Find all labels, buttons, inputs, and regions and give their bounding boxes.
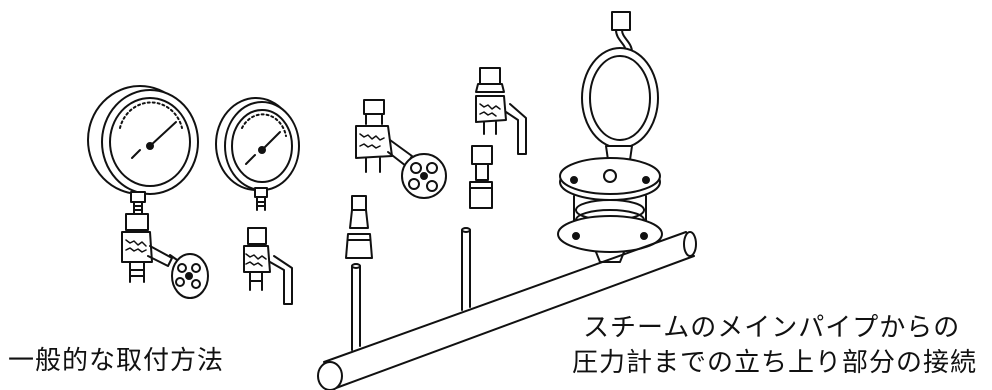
pressure-gauge-icon — [87, 85, 199, 215]
main-pipe-icon — [317, 227, 697, 390]
caption-steam-line-2: 圧力計までの立ち上り部分の接続 — [572, 348, 978, 378]
caption-general-method: 一般的な取付方法 — [8, 346, 225, 376]
gauge-cock-icon — [243, 227, 293, 305]
pressure-gauge-icon — [215, 97, 300, 211]
gauge-cock-icon — [475, 67, 527, 155]
caption-steam-line-1: スチームのメインパイプからの — [583, 313, 961, 343]
diaphragm-seal-icon — [557, 157, 663, 263]
globe-valve-icon — [355, 99, 447, 199]
fitting-icon — [469, 145, 493, 209]
siphon-loop-icon — [581, 11, 659, 171]
globe-valve-icon — [121, 213, 209, 299]
fitting-icon — [345, 195, 373, 259]
